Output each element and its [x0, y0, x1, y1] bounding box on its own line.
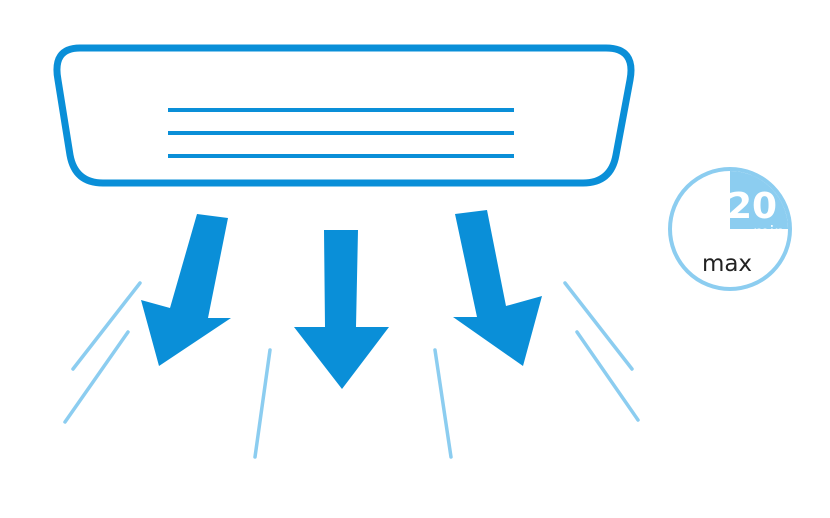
timer-icon: 20 min max: [668, 167, 792, 291]
airflow-arrow-icon-center: [294, 230, 389, 389]
timer-filled-segment: [730, 171, 788, 229]
airflow-arrow-icon-right: [453, 210, 542, 366]
unit-body: [53, 44, 635, 187]
timer-unit: min: [753, 223, 785, 243]
airflow-line-icon-6: [575, 330, 640, 422]
airflow-arrow-icon-left: [141, 214, 231, 366]
airflow-line-icon-4: [433, 348, 453, 459]
airflow-line-icon-1: [71, 281, 142, 371]
airflow-line-icon-5: [563, 281, 634, 371]
timer-number: 20: [727, 186, 777, 227]
air-conditioner-unit-icon: [53, 44, 635, 187]
airflow-line-icon-2: [63, 330, 130, 424]
airflow-arrows: [141, 210, 542, 389]
timer-max-label: max: [702, 251, 752, 277]
airflow-lines: [63, 281, 640, 459]
airflow-line-icon-3: [253, 348, 272, 459]
